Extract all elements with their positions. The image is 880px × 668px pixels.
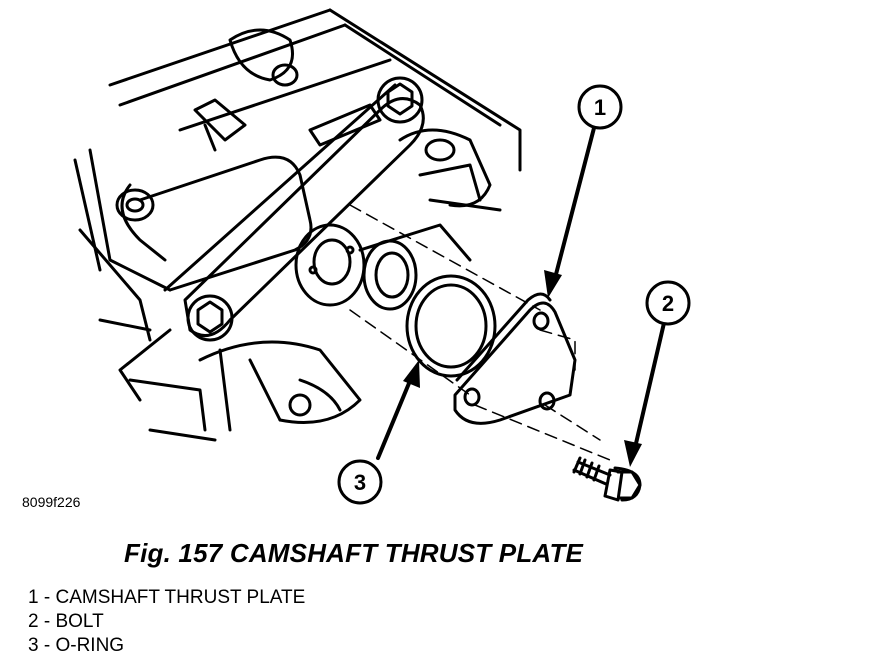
legend-number: 2	[28, 611, 39, 632]
callout-1: 1	[577, 84, 623, 130]
bracket-bolt-bottom	[186, 294, 234, 342]
legend-label: O-RING	[55, 635, 125, 656]
callout-2-number: 2	[662, 291, 674, 316]
callout-3-number: 3	[354, 470, 366, 495]
figure-caption: Fig. 157 CAMSHAFT THRUST PLATE	[124, 538, 584, 568]
camshaft-thrust-plate	[453, 292, 577, 425]
legend-item: 2 - BOLT	[28, 611, 104, 632]
legend-label: BOLT	[55, 611, 104, 632]
o-ring	[405, 274, 497, 378]
engine-head-illustration	[73, 8, 522, 442]
legend-item: 3 - O-RING	[28, 635, 125, 656]
figure-code: 8099f226	[22, 494, 81, 510]
alignment-lines	[349, 204, 611, 461]
bracket-bolt-top	[376, 76, 424, 124]
arrow-head-3	[403, 360, 420, 388]
arrow-head-2	[624, 440, 642, 467]
callout-1-number: 1	[594, 95, 606, 120]
legend-number: 3	[28, 635, 39, 656]
legend-item: 1 - CAMSHAFT THRUST PLATE	[28, 587, 306, 608]
legend-number: 1	[28, 587, 39, 608]
callout-2: 2	[645, 280, 691, 326]
exploded-view-diagram: 1 2 3	[73, 8, 691, 505]
parts-legend: 1 - CAMSHAFT THRUST PLATE 2 - BOLT 3 - O…	[28, 586, 305, 658]
legend-label: CAMSHAFT THRUST PLATE	[55, 587, 306, 608]
callout-leaders	[376, 126, 666, 460]
callout-3: 3	[337, 459, 383, 505]
bolt	[572, 456, 642, 502]
arrow-head-1	[544, 270, 562, 298]
